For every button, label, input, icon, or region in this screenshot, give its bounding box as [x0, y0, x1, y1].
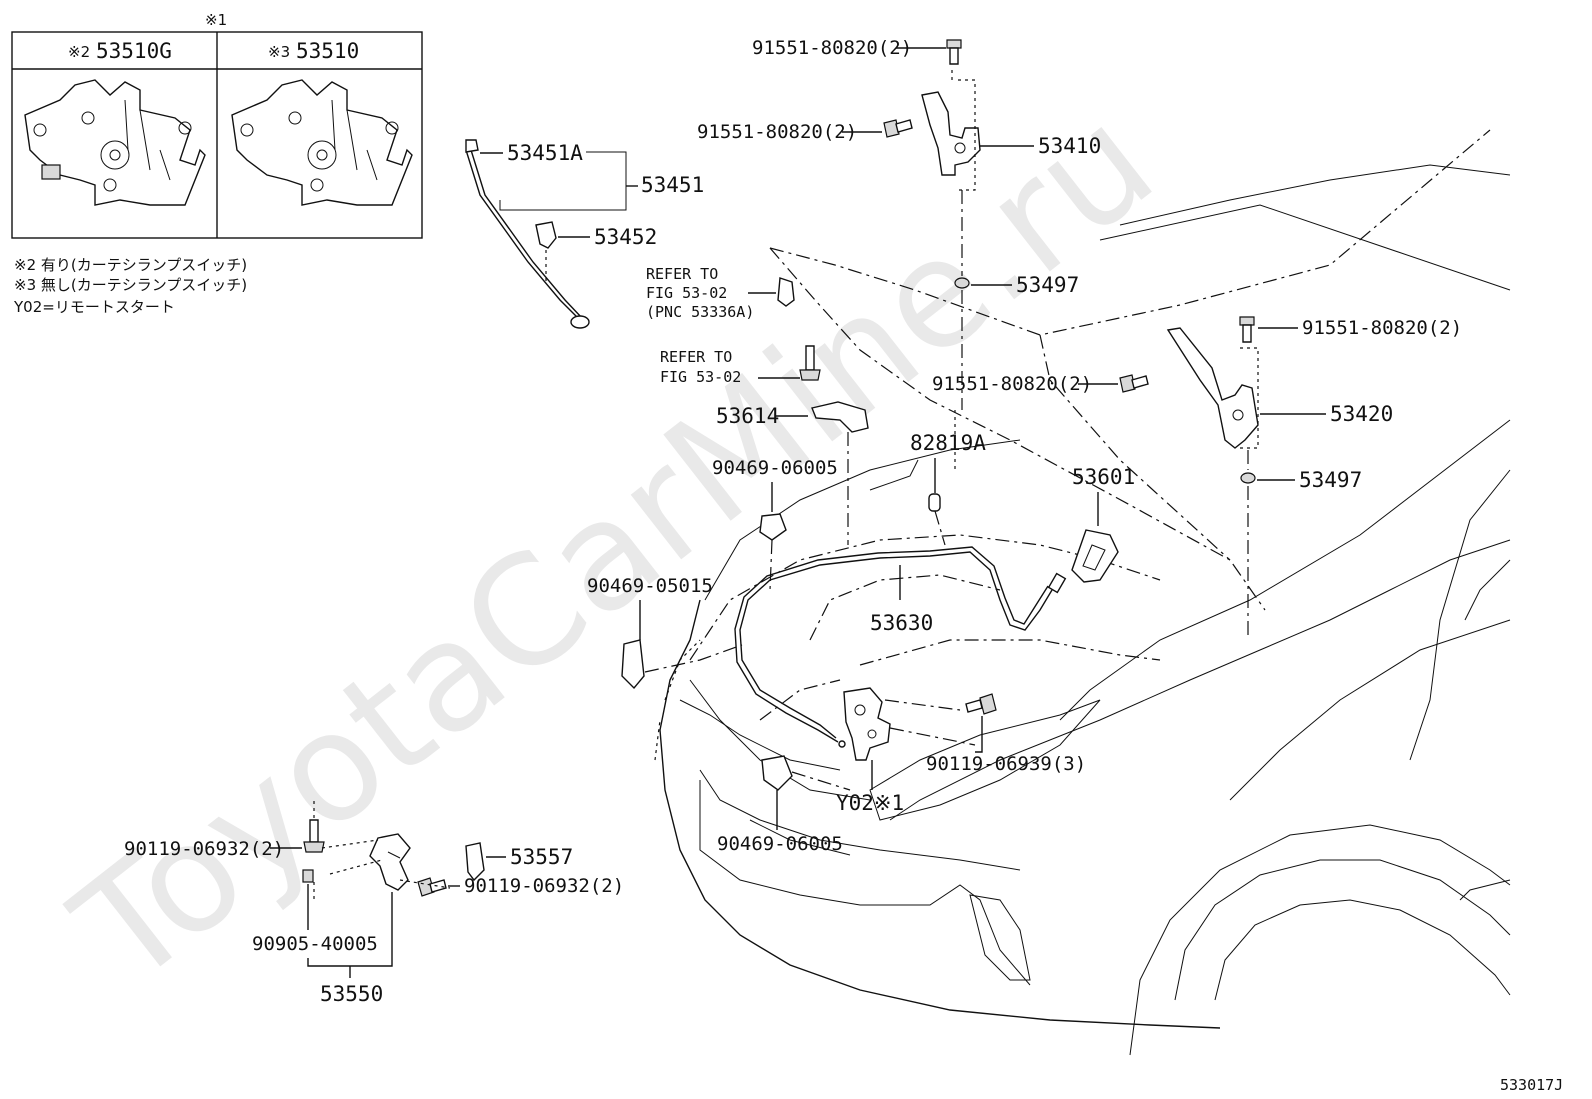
label-refer1-line1: REFER TO — [646, 265, 718, 283]
label-53497-lh: 53497 — [1016, 273, 1079, 297]
inset-col2-part: 53510 — [296, 39, 359, 63]
hood-release-lever — [1071, 529, 1119, 583]
hood-release-cable — [734, 546, 1067, 748]
note-remote-start: Y02=リモートスタート — [13, 298, 175, 316]
hinge-rh-bolt-side — [1119, 374, 1149, 393]
label-refer1-line2: FIG 53-02 — [646, 284, 727, 302]
label-91551-80820-hinge-rh-top: 91551-80820(2) — [1302, 317, 1462, 339]
inset-header-mark: ※1 — [205, 11, 227, 29]
hood-hook-nut — [302, 869, 314, 883]
cable-clip-left — [621, 639, 645, 690]
label-refer2-line2: FIG 53-02 — [660, 368, 741, 386]
label-53550: 53550 — [320, 982, 383, 1006]
refer-clip-2 — [799, 345, 821, 381]
label-90905-40005: 90905-40005 — [252, 933, 378, 955]
hood-lock-53510g-drawing — [24, 79, 206, 206]
inset-col2-mark: ※3 — [268, 43, 290, 61]
label-53410: 53410 — [1038, 134, 1101, 158]
label-91551-80820-hinge-rh-side: 91551-80820(2) — [932, 373, 1092, 395]
hood-lock-53510-drawing — [231, 79, 413, 206]
note-with-courtesy-switch: ※2 有り(カーテシランプスイッチ) — [14, 256, 247, 274]
label-53614: 53614 — [716, 404, 779, 428]
hinge-rh-bolt-top — [1239, 316, 1255, 343]
label-90469-06005-lower: 90469-06005 — [717, 833, 843, 855]
rod-holder — [535, 221, 557, 285]
hood-hinge-lh — [921, 66, 981, 191]
refer-clip-1 — [777, 277, 795, 307]
hood-support-rod — [465, 139, 590, 329]
label-53557: 53557 — [510, 845, 573, 869]
label-53601: 53601 — [1072, 465, 1135, 489]
label-53630: 53630 — [870, 611, 933, 635]
note-without-courtesy-switch: ※3 無し(カーテシランプスイッチ) — [14, 276, 247, 294]
hinge-bolt-top — [946, 39, 962, 65]
label-53451: 53451 — [641, 173, 704, 197]
label-82819a: 82819A — [910, 431, 986, 455]
latch-variant-inset: ※1 ※2 53510G ※3 53510 — [11, 11, 423, 239]
inset-col1-part: 53510G — [96, 39, 172, 63]
inset-col1-mark: ※2 — [68, 43, 90, 61]
label-53452: 53452 — [594, 225, 657, 249]
hook-sub-assy — [465, 842, 485, 882]
figure-code: 533017J — [1500, 1076, 1563, 1094]
label-refer1-line3: (PNC 53336A) — [646, 303, 754, 321]
label-90119-06932-a: 90119-06932(2) — [124, 838, 284, 860]
hood-cushion-lh — [954, 277, 970, 289]
label-53420: 53420 — [1330, 402, 1393, 426]
vehicle-outline — [654, 129, 1511, 1056]
label-90119-06939: 90119-06939(3) — [926, 753, 1086, 775]
hood-hook — [369, 833, 411, 891]
hood-cushion-rh — [1240, 472, 1256, 484]
cable-clip-upper — [759, 513, 787, 541]
label-y02: Y02※1 — [836, 791, 904, 815]
hinge-bolt-side — [883, 119, 913, 138]
hood-lock-bolt — [965, 693, 997, 715]
label-53497-rh: 53497 — [1299, 468, 1362, 492]
cable-clip-lower — [761, 755, 793, 791]
hood-lock-assembly — [843, 687, 891, 761]
hood-hook-bolt — [303, 819, 325, 853]
hood-seal — [811, 401, 869, 545]
label-91551-80820-hinge-lh: 91551-80820(2) — [697, 121, 857, 143]
label-91551-80820-top: 91551-80820(2) — [752, 37, 912, 59]
label-refer2-line1: REFER TO — [660, 348, 732, 366]
label-90119-06932-b: 90119-06932(2) — [464, 875, 624, 897]
label-90469-05015: 90469-05015 — [587, 575, 713, 597]
hood-hinge-rh — [1166, 327, 1259, 449]
cable-grommet — [928, 493, 941, 512]
label-53451a: 53451A — [507, 141, 583, 165]
hook-stay-bolt — [417, 877, 447, 897]
label-90469-06005-upper: 90469-06005 — [712, 457, 838, 479]
